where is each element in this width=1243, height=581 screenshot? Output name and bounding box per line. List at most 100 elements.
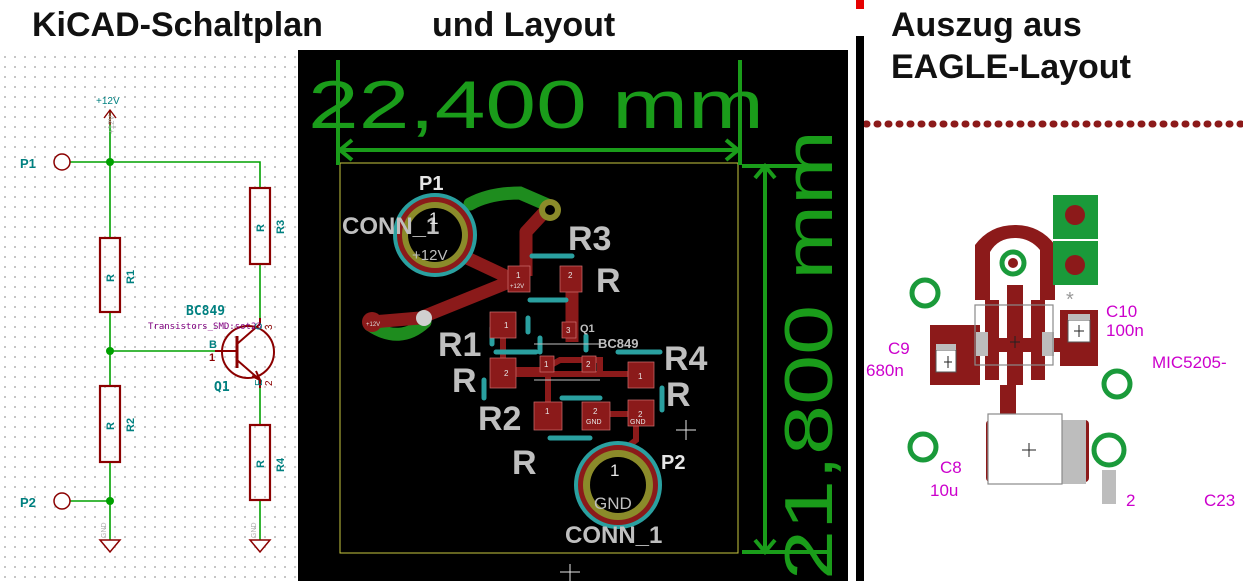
r1-ref: R1 xyxy=(438,326,481,364)
r2-pad-1 xyxy=(533,401,563,431)
pin-b-label: B xyxy=(209,339,217,351)
via xyxy=(362,312,382,332)
r4-pad-2 xyxy=(627,399,655,427)
q1-footprint: Transistors_SMD:sot23 xyxy=(148,322,262,332)
via-ring xyxy=(1091,432,1127,468)
gnd-label: GND xyxy=(101,522,108,538)
r1-ref: R1 xyxy=(125,270,137,284)
q1-pad-2 xyxy=(581,355,597,373)
q1-silkscreen xyxy=(534,343,600,381)
via-ring xyxy=(1101,368,1133,400)
pin-label: 2 xyxy=(1126,491,1135,510)
p1-ref: P1 xyxy=(419,173,443,195)
r2-ref: R2 xyxy=(478,400,521,438)
wire-top xyxy=(109,110,261,188)
resistor-r1 xyxy=(98,236,122,314)
r1-pad-2-num: 2 xyxy=(504,369,509,378)
q1-pad-1 xyxy=(539,355,555,373)
r3-pad-2-num: 2 xyxy=(568,271,573,280)
copper-strip xyxy=(1007,285,1023,385)
p1-net: +12V xyxy=(412,247,447,264)
mic-label: MIC5205- xyxy=(1152,353,1227,372)
port-p1-label: P1 xyxy=(20,156,36,171)
pin-b-num: 1 xyxy=(209,352,215,364)
gnd-label: GND xyxy=(251,522,258,538)
dimension-vertical: 21,800 mm xyxy=(771,130,847,580)
crosshair xyxy=(560,564,580,581)
via-hole xyxy=(545,205,555,215)
c10-pad-edge xyxy=(1068,314,1090,320)
c10-value: 100n xyxy=(1106,321,1144,340)
resistor-r3 xyxy=(248,186,272,266)
r4-pad-2-num: 2 xyxy=(638,410,643,419)
r1-pad-1-num: 1 xyxy=(504,321,509,330)
heading-kicad-layout: und Layout xyxy=(432,6,616,44)
r3-value: R xyxy=(596,262,621,300)
c8-outline xyxy=(987,413,1063,485)
p1-hole xyxy=(408,208,462,262)
p2-value: CONN_1 xyxy=(565,522,662,549)
r2-pad-2 xyxy=(581,401,611,431)
pad-stub xyxy=(1102,470,1116,504)
c9-pad xyxy=(935,349,957,373)
r3-pad-net: +12V xyxy=(510,284,524,290)
via-ring xyxy=(909,277,941,309)
power-label: +12V xyxy=(96,96,120,107)
pin-e-label: E xyxy=(254,379,265,386)
power-symbol xyxy=(103,108,117,125)
c8-value: 10u xyxy=(930,481,958,500)
dimension-horizontal: 22,400 mm xyxy=(308,67,764,143)
red-marker xyxy=(856,0,864,9)
ic-outline xyxy=(974,304,1054,366)
resistor-r2 xyxy=(98,384,122,464)
p2-hole xyxy=(590,457,646,513)
heading-eagle-line2: EAGLE-Layout xyxy=(891,48,1131,86)
p2-net: GND xyxy=(594,494,632,513)
r4-ref: R4 xyxy=(275,457,287,472)
q1-ref: Q1 xyxy=(214,380,230,395)
crosshair xyxy=(676,420,696,440)
heading-kicad-schematic: KiCAD-Schaltplan xyxy=(32,6,323,44)
resistor-r4 xyxy=(248,423,272,502)
r3-value: R xyxy=(255,224,267,232)
transistor-q1 xyxy=(215,318,275,388)
r1-pad-1 xyxy=(489,311,517,339)
connector-pad xyxy=(1065,205,1085,225)
r4-value: R xyxy=(255,460,267,468)
p1-pin: 1 xyxy=(429,209,438,228)
via xyxy=(416,310,432,326)
via-ring xyxy=(999,249,1027,277)
r4-ref: R4 xyxy=(664,340,708,378)
via-ring xyxy=(907,431,939,463)
r2-ref: R2 xyxy=(125,418,137,432)
port-p1-circle xyxy=(53,153,71,171)
c9-ref: C9 xyxy=(888,339,910,358)
power-pin-label: +12V xyxy=(107,114,116,134)
dimension-lines xyxy=(336,60,832,556)
r3-ref: R3 xyxy=(568,220,611,258)
junction xyxy=(106,347,114,355)
gnd-symbol xyxy=(98,539,122,554)
port-p2-label: P2 xyxy=(20,495,36,510)
r3-pad-1 xyxy=(507,265,531,293)
r1-value: R xyxy=(452,362,477,400)
c9-pad-edge xyxy=(936,344,956,350)
r3-ref: R3 xyxy=(275,220,287,234)
pin-c-num: 3 xyxy=(264,324,275,330)
connector-pad xyxy=(1065,255,1085,275)
eagle-layout-panel: C10 100n C9 680n MIC5205- C8 10u C23 2 * xyxy=(864,88,1243,581)
part-body xyxy=(976,332,988,356)
r2-pad-2-num: 2 xyxy=(593,407,598,416)
port-p2-circle xyxy=(53,492,71,510)
c8-ref: C8 xyxy=(940,458,962,477)
r2-pad-1-num: 1 xyxy=(545,407,550,416)
r4-pad-1-num: 1 xyxy=(638,372,643,381)
front-trace xyxy=(371,244,521,329)
q1-pad-2-num: 2 xyxy=(586,360,591,369)
p1-value: CONN_1 xyxy=(342,213,439,240)
via-center xyxy=(1008,258,1018,268)
r4-value: R xyxy=(666,376,691,414)
q1-value: BC849 xyxy=(598,336,638,351)
copper-loop xyxy=(975,225,1055,300)
via-net-label: +12V xyxy=(366,322,380,328)
